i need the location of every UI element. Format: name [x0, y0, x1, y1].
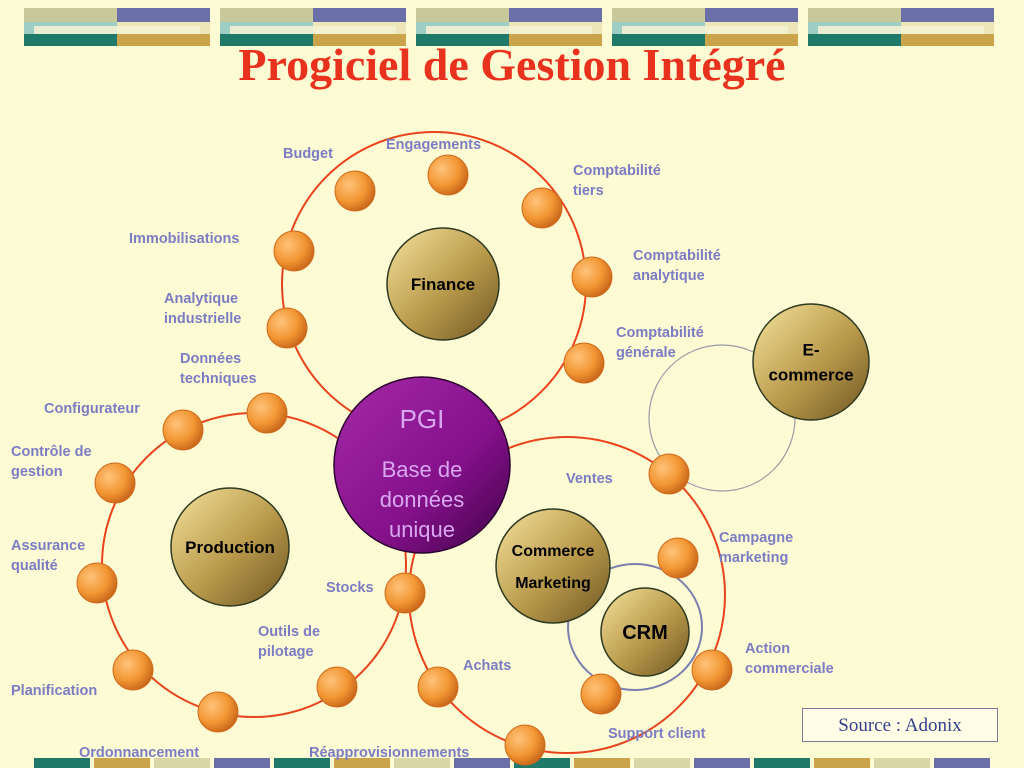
- banner-tile: [416, 8, 602, 46]
- module-label-comptabilite-generale: Comptabilité: [616, 325, 704, 341]
- module-node-controle-gestion[interactable]: [94, 462, 136, 504]
- module-label-action-commerciale: Action: [745, 641, 790, 657]
- footer-tile: [574, 758, 630, 768]
- module-label-reapprovisionnements: Réapprovisionnements: [309, 745, 469, 761]
- commerce-hub-label: Commerce: [512, 543, 595, 560]
- production-hub-label: Production: [185, 538, 275, 557]
- module-label-configurateur: Configurateur: [44, 401, 140, 417]
- module-label-support-client: Support client: [608, 726, 706, 742]
- footer-tile: [34, 758, 90, 768]
- module-label-comptabilite-analytique: analytique: [633, 268, 705, 284]
- module-node-campagne-marketing[interactable]: [657, 537, 699, 579]
- pgi-hub[interactable]: [333, 376, 511, 554]
- module-label-donnees-techniques: techniques: [180, 371, 257, 387]
- module-label-comptabilite-tiers: tiers: [573, 183, 604, 199]
- footer-tile: [514, 758, 570, 768]
- module-label-planification: Planification: [11, 683, 97, 699]
- module-label-donnees-techniques: Données: [180, 351, 241, 367]
- module-label-analytique-industrielle: Analytique: [164, 291, 238, 307]
- footer-tile: [94, 758, 150, 768]
- module-node-support-client[interactable]: [580, 673, 622, 715]
- footer-tile: [754, 758, 810, 768]
- module-label-assurance-qualite: Assurance: [11, 538, 85, 554]
- footer-tile: [814, 758, 870, 768]
- module-label-ventes: Ventes: [566, 471, 613, 487]
- module-node-configurateur[interactable]: [162, 409, 204, 451]
- pgi-subtitle: données: [380, 487, 464, 512]
- module-node-ordonnancement[interactable]: [197, 691, 239, 733]
- module-node-planification[interactable]: [112, 649, 154, 691]
- module-label-controle-gestion: gestion: [11, 464, 63, 480]
- module-label-comptabilite-tiers: Comptabilité: [573, 163, 661, 179]
- banner-tile: [808, 8, 994, 46]
- module-node-engagements[interactable]: [427, 154, 469, 196]
- banner-tile: [24, 8, 210, 46]
- crm-hub[interactable]: [600, 587, 690, 677]
- module-label-action-commerciale: commerciale: [745, 661, 834, 677]
- module-label-budget: Budget: [283, 146, 333, 162]
- module-node-outils-pilotage[interactable]: [316, 666, 358, 708]
- ecommerce-hub-label: E-: [803, 341, 820, 360]
- module-label-campagne-marketing: marketing: [719, 550, 788, 566]
- module-node-comptabilite-tiers[interactable]: [521, 187, 563, 229]
- module-label-comptabilite-analytique: Comptabilité: [633, 248, 721, 264]
- finance-hub[interactable]: [386, 227, 500, 341]
- module-node-comptabilite-generale[interactable]: [563, 342, 605, 384]
- ecommerce-hub[interactable]: [752, 303, 870, 421]
- module-label-achats: Achats: [463, 658, 511, 674]
- source-box: Source : Adonix: [802, 708, 998, 742]
- commerce-hub[interactable]: [495, 508, 611, 624]
- module-node-ventes[interactable]: [648, 453, 690, 495]
- footer-tile: [394, 758, 450, 768]
- finance-hub-label: Finance: [411, 275, 475, 294]
- production-hub[interactable]: [170, 487, 290, 607]
- banner-tile: [220, 8, 406, 46]
- module-node-assurance-qualite[interactable]: [76, 562, 118, 604]
- pgi-subtitle: unique: [389, 517, 455, 542]
- module-label-outils-pilotage: pilotage: [258, 644, 314, 660]
- module-label-stocks: Stocks: [326, 580, 374, 596]
- footer-tile: [214, 758, 270, 768]
- module-label-campagne-marketing: Campagne: [719, 530, 793, 546]
- ecommerce-hub-label: commerce: [768, 366, 853, 385]
- module-node-achats[interactable]: [417, 666, 459, 708]
- pgi-subtitle: Base de: [382, 457, 463, 482]
- page-title: Progiciel de Gestion Intégré: [238, 39, 786, 90]
- crm-hub-label: CRM: [622, 622, 668, 644]
- footer-tile: [934, 758, 990, 768]
- module-node-analytique-industrielle[interactable]: [266, 307, 308, 349]
- banner-tile: [612, 8, 798, 46]
- pgi-title: PGI: [400, 404, 445, 434]
- footer-tile: [274, 758, 330, 768]
- module-label-immobilisations: Immobilisations: [129, 231, 239, 247]
- header-banner: [24, 8, 994, 46]
- module-label-assurance-qualite: qualité: [11, 558, 58, 574]
- module-label-controle-gestion: Contrôle de: [11, 444, 92, 460]
- module-node-reapprovisionnements[interactable]: [504, 724, 546, 766]
- module-node-stocks[interactable]: [384, 572, 426, 614]
- module-label-comptabilite-generale: générale: [616, 345, 676, 361]
- module-label-engagements: Engagements: [386, 137, 481, 153]
- module-node-budget[interactable]: [334, 170, 376, 212]
- footer-tile: [454, 758, 510, 768]
- module-label-outils-pilotage: Outils de: [258, 624, 320, 640]
- module-node-action-commerciale[interactable]: [691, 649, 733, 691]
- footer-tile: [634, 758, 690, 768]
- module-label-ordonnancement: Ordonnancement: [79, 745, 199, 761]
- commerce-hub-label: Marketing: [515, 575, 591, 592]
- footer-tile: [154, 758, 210, 768]
- footer-tile: [334, 758, 390, 768]
- footer-tile: [874, 758, 930, 768]
- module-node-immobilisations[interactable]: [273, 230, 315, 272]
- crm-loop: [567, 563, 703, 691]
- module-node-comptabilite-analytique[interactable]: [571, 256, 613, 298]
- module-node-donnees-techniques[interactable]: [246, 392, 288, 434]
- module-label-analytique-industrielle: industrielle: [164, 311, 241, 327]
- footer-tile: [694, 758, 750, 768]
- footer-banner: [34, 758, 990, 768]
